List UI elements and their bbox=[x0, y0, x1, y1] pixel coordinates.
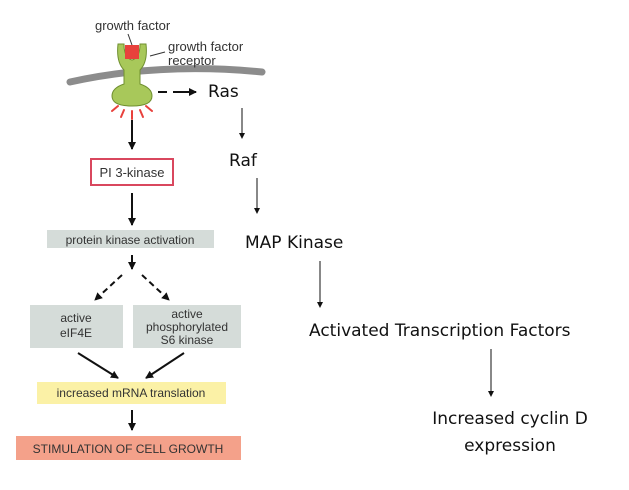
stimulation-box bbox=[16, 436, 241, 460]
s6-label-line1: active bbox=[171, 307, 203, 321]
pi3k-box bbox=[90, 158, 174, 186]
s6-label-line2: phosphorylated bbox=[146, 320, 228, 334]
arrow-eif4e-to-translation bbox=[77, 352, 119, 379]
eif4e-label-line2: eIF4E bbox=[60, 326, 92, 340]
eif4e-box bbox=[30, 305, 123, 348]
translation-box bbox=[37, 382, 226, 404]
transcription-factors-label: Activated Transcription Factors bbox=[309, 321, 571, 341]
arrow-to-s6 bbox=[141, 274, 170, 301]
s6-kinase-box bbox=[133, 305, 241, 348]
cell-membrane bbox=[66, 65, 266, 86]
s6-label-line3: S6 kinase bbox=[161, 333, 214, 347]
growth-factor-label: growth factor bbox=[95, 18, 171, 33]
mapk-label: MAP Kinase bbox=[245, 233, 343, 253]
protein-kinase-box bbox=[47, 230, 214, 248]
receptor-pointer bbox=[149, 51, 166, 57]
pi3k-label: PI 3-kinase bbox=[99, 165, 164, 180]
eif4e-label-line1: active bbox=[60, 311, 92, 325]
cyclin-label-line1: Increased cyclin D bbox=[432, 409, 588, 429]
translation-label: increased mRNA translation bbox=[57, 386, 206, 400]
ras-label: Ras bbox=[208, 82, 239, 102]
activation-burst bbox=[111, 105, 153, 120]
arrow-to-eif4e bbox=[94, 274, 123, 301]
stimulation-label: STIMULATION OF CELL GROWTH bbox=[33, 442, 224, 456]
growth-factor-ligand bbox=[125, 45, 139, 59]
raf-label: Raf bbox=[229, 151, 258, 171]
cyclin-label-line2: expression bbox=[464, 436, 556, 456]
arrow-s6-to-translation bbox=[145, 352, 185, 379]
growth-factor-pointer bbox=[127, 33, 133, 46]
protein-kinase-label: protein kinase activation bbox=[66, 233, 195, 247]
receptor-label-line1: growth factor bbox=[168, 39, 244, 54]
receptor-label-line2: receptor bbox=[168, 53, 216, 68]
